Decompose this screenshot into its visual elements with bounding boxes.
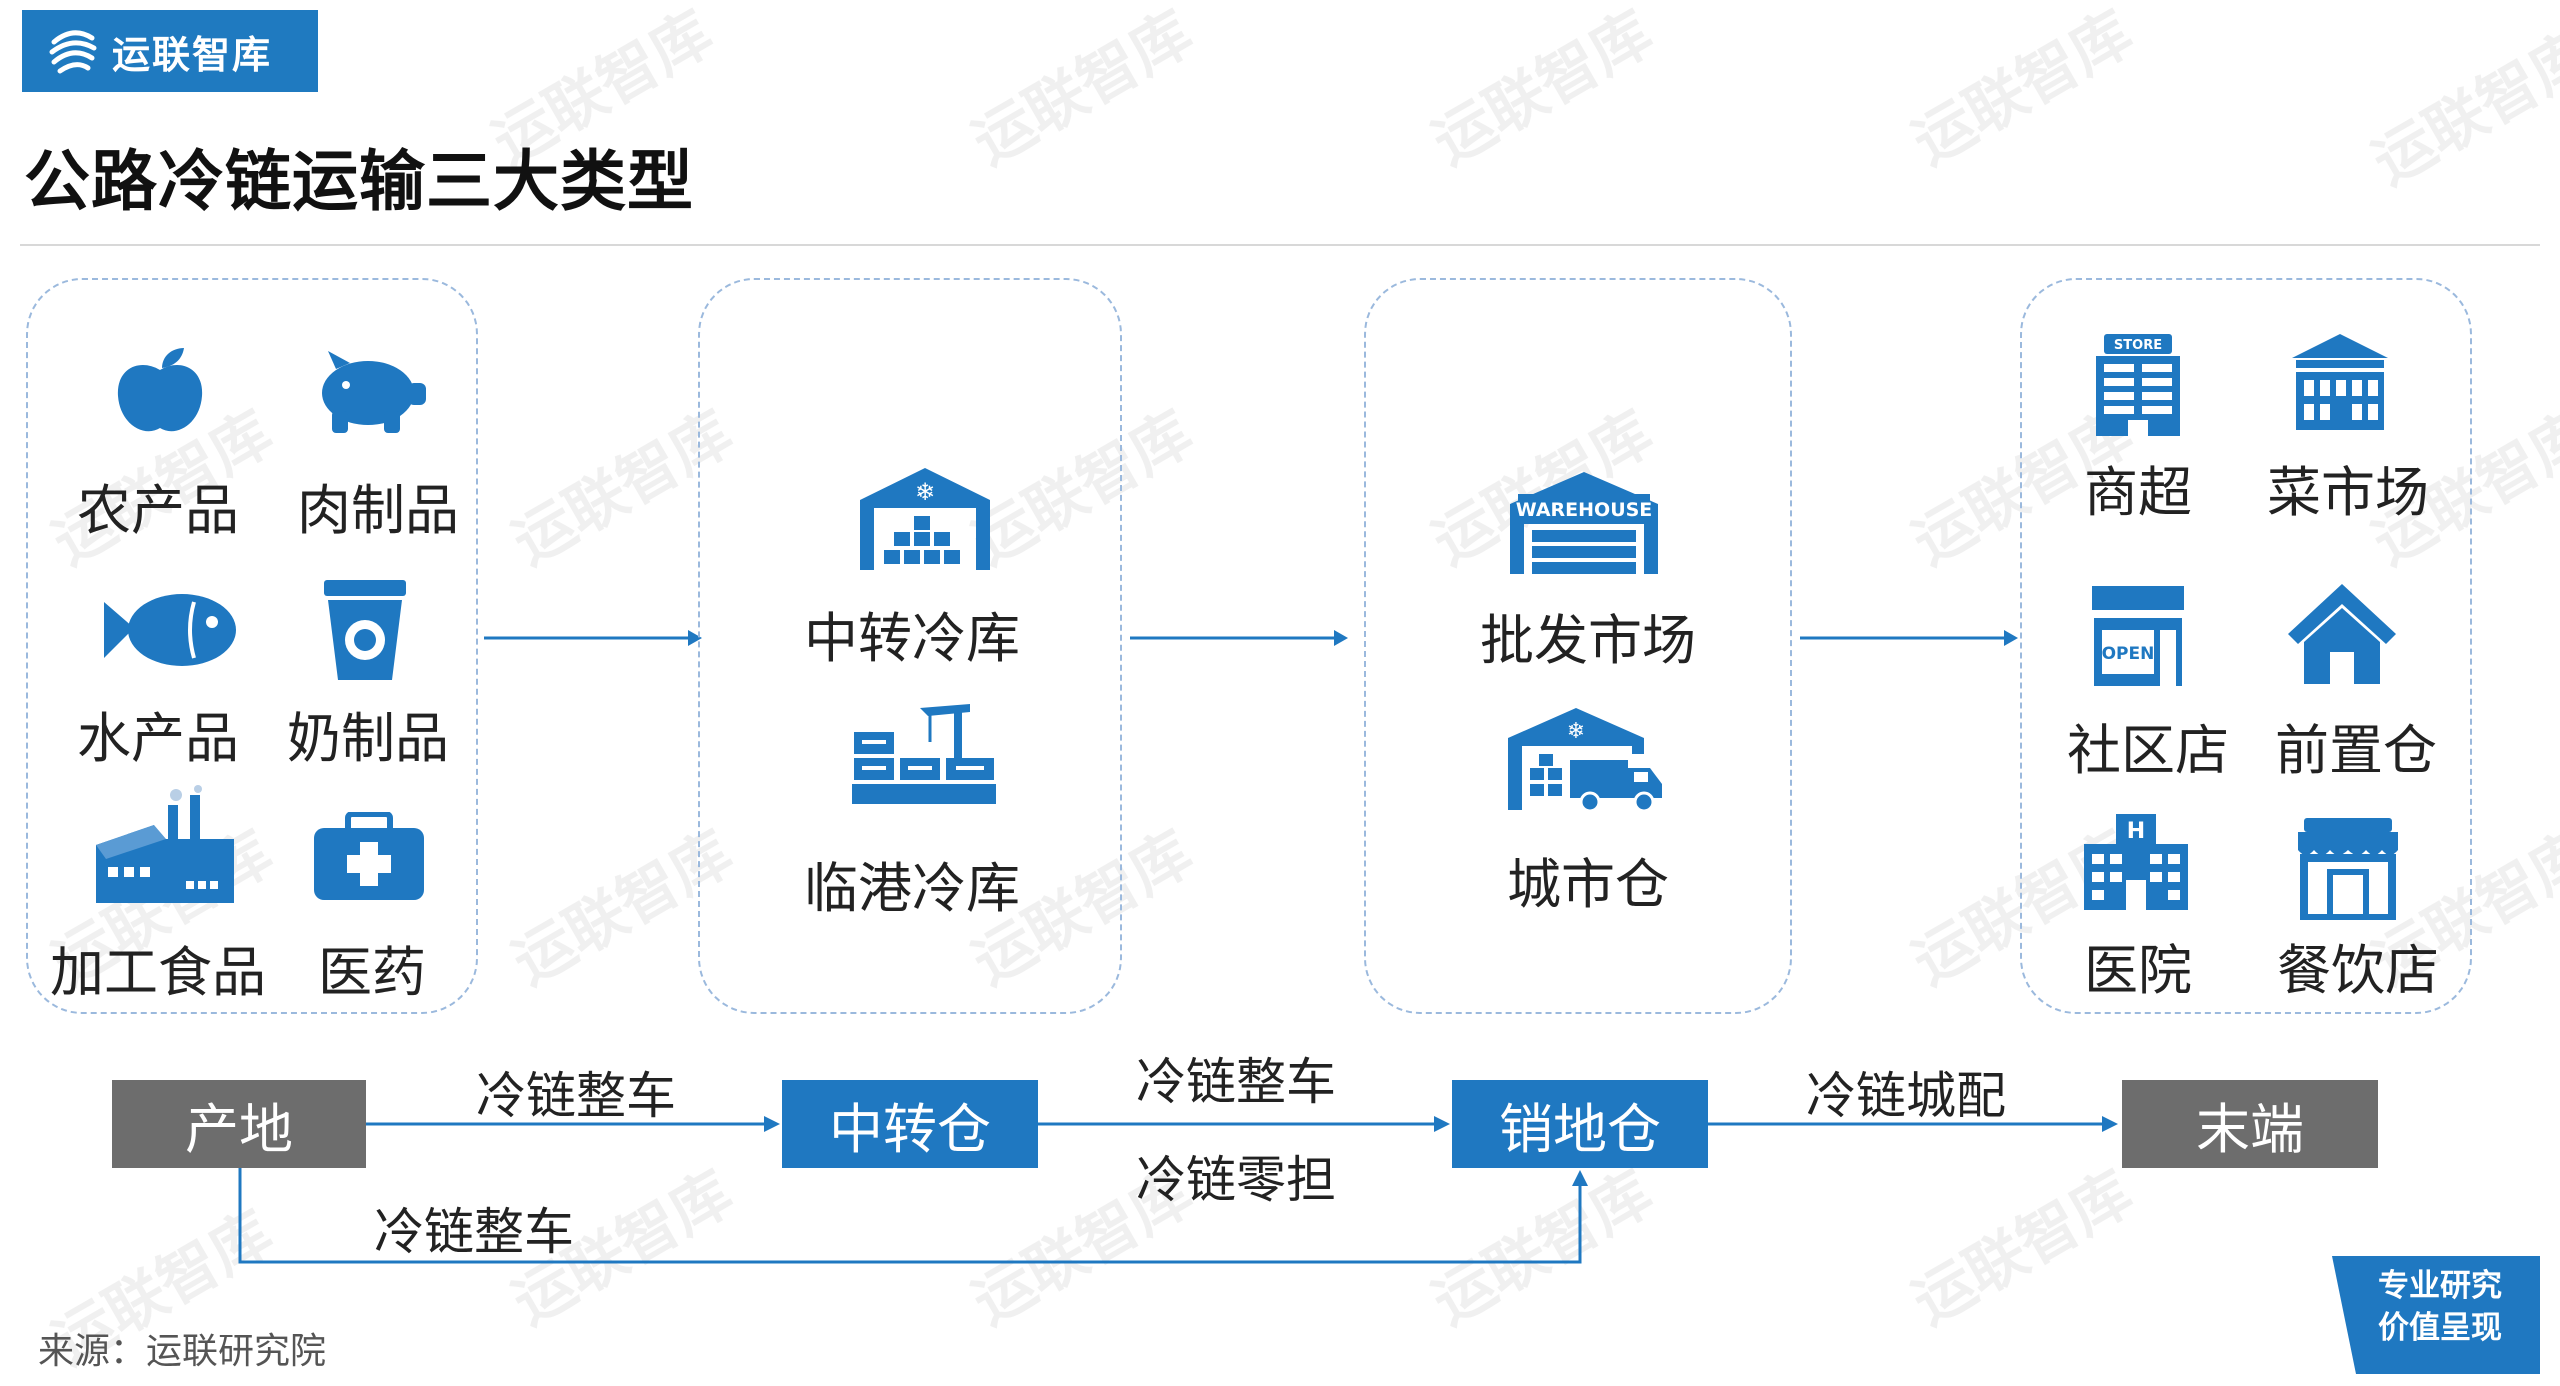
source-note: 来源：运联研究院 xyxy=(38,1331,327,1372)
hospital-icon-text: H xyxy=(2127,819,2145,844)
warehouse-icon-text: WAREHOUSE xyxy=(1516,499,1653,521)
transit-item-label: 中转冷库 xyxy=(804,607,1020,670)
awning-shop-icon xyxy=(2298,818,2398,920)
terminal-item-label: 社区店 xyxy=(2067,719,2229,782)
fish-icon xyxy=(104,594,236,666)
sales-item-label: 城市仓 xyxy=(1507,853,1669,916)
medical-kit-icon xyxy=(314,812,424,900)
milk-cup-icon xyxy=(324,580,406,680)
market-building-icon xyxy=(2292,334,2388,430)
sales-item-label: 批发市场 xyxy=(1480,609,1696,672)
terminal-item-label: 商超 xyxy=(2084,461,2192,524)
flow-edge-label: 冷链整车 xyxy=(476,1067,676,1125)
group-arrow xyxy=(1130,630,1348,646)
terminal-item-label: 医院 xyxy=(2084,939,2192,1002)
flow-node-origin: 产地 xyxy=(112,1080,366,1168)
flow-node-sales: 销地仓 xyxy=(1452,1080,1708,1168)
group-arrow xyxy=(1800,630,2018,646)
terminal-group xyxy=(2020,278,2472,1014)
origin-group xyxy=(26,278,478,1014)
cold-storage-icon: ❄ xyxy=(860,468,990,570)
brand-name: 运联智库 xyxy=(112,32,273,77)
terminal-item-label: 前置仓 xyxy=(2275,719,2437,782)
badge-text: 专业研究 价值呈现 xyxy=(2350,1265,2530,1349)
brand-swirl-icon xyxy=(49,30,97,74)
badge-line: 专业研究 xyxy=(2378,1268,2502,1304)
flow-node-transit: 中转仓 xyxy=(782,1080,1038,1168)
brand-logo: 运联智库 xyxy=(22,10,318,92)
origin-item-label: 加工食品 xyxy=(50,941,266,1004)
origin-item-label: 奶制品 xyxy=(287,707,449,770)
watermark-text: 运联智库 xyxy=(2361,17,2560,199)
terminal-item-label: 餐饮店 xyxy=(2277,939,2439,1002)
open-sign-text: OPEN xyxy=(2102,644,2155,664)
open-shop-icon: OPEN xyxy=(2092,586,2184,686)
house-icon xyxy=(2288,584,2396,684)
pig-icon xyxy=(322,351,426,433)
badge-line: 价值呈现 xyxy=(2378,1310,2502,1346)
watermark-text: 运联智库 xyxy=(1421,0,1665,179)
port-crane-icon xyxy=(852,704,996,804)
sales-group xyxy=(1364,278,1792,1014)
terminal-item-label: 菜市场 xyxy=(2267,461,2429,524)
flow-node-terminal: 末端 xyxy=(2122,1080,2378,1168)
store-building-icon: STORE xyxy=(2096,334,2180,436)
store-icon-text: STORE xyxy=(2114,338,2162,353)
transit-group xyxy=(698,278,1122,1014)
research-badge xyxy=(2332,1256,2540,1374)
apple-icon xyxy=(117,348,203,432)
hospital-icon: H xyxy=(2084,814,2188,910)
warehouse-icon: WAREHOUSE xyxy=(1510,472,1658,574)
watermark-text: 运联智库 xyxy=(1901,0,2145,179)
origin-item-label: 肉制品 xyxy=(297,479,459,542)
flow-edge-label: 冷链整车 xyxy=(374,1203,574,1261)
origin-item-label: 水产品 xyxy=(77,707,239,770)
page-title: 公路冷链运输三大类型 xyxy=(24,143,694,220)
group-arrow xyxy=(484,630,702,646)
flow-edge-label: 冷链城配 xyxy=(1806,1067,2006,1125)
origin-item-label: 医药 xyxy=(318,941,426,1004)
flow-edge-label: 冷链零担 xyxy=(1136,1151,1336,1209)
factory-icon xyxy=(96,785,234,903)
svg-text:❄: ❄ xyxy=(1567,719,1585,744)
flow-edge-label: 冷链整车 xyxy=(1136,1053,1336,1111)
flow-connectors xyxy=(238,1116,2118,1264)
watermark-text: 运联智库 xyxy=(961,0,1205,179)
origin-item-label: 农产品 xyxy=(77,479,239,542)
warehouse-truck-icon: ❄ xyxy=(1508,708,1662,813)
transit-item-label: 临港冷库 xyxy=(804,857,1020,920)
title-divider xyxy=(20,244,2540,246)
svg-text:❄: ❄ xyxy=(915,478,935,506)
